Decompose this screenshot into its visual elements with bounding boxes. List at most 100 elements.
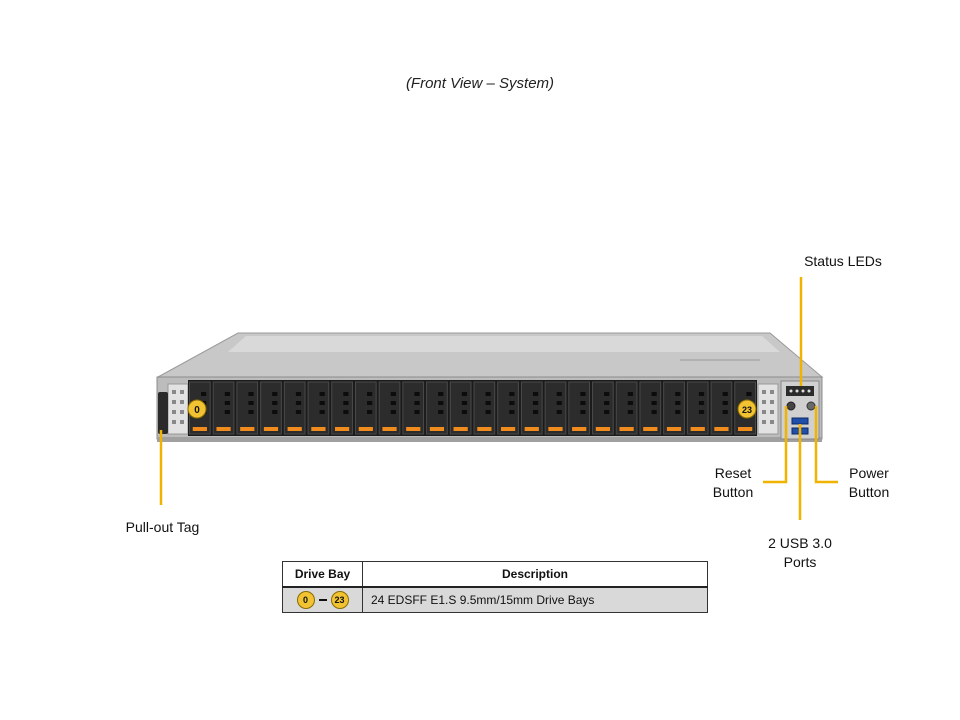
drive-bay-vent (509, 410, 515, 414)
drive-bay-vent (438, 401, 444, 405)
drive-bay-17[interactable] (592, 381, 614, 435)
drive-bay-5[interactable] (307, 381, 330, 435)
drive-bay-15[interactable] (544, 381, 567, 435)
drive-bay-area (188, 380, 757, 436)
drive-bay-vent (556, 392, 562, 396)
drive-bay-14[interactable] (520, 381, 543, 435)
drive-bay-vent (414, 410, 420, 414)
right-vent-area (757, 383, 779, 435)
drive-bay-release-tab (192, 427, 207, 431)
drive-bay-vent (485, 392, 491, 396)
drive-bay-vent (224, 401, 230, 405)
drive-bay-release-tab (548, 427, 563, 431)
chassis-top-highlight (228, 336, 780, 352)
drive-bay-13[interactable] (497, 381, 519, 435)
drive-bay-vent (746, 392, 752, 396)
drive-bay-release-tab (382, 427, 397, 431)
drive-bay-release-tab (453, 427, 468, 431)
drive-bay-vent (390, 401, 396, 405)
drive-bay-vent (248, 401, 254, 405)
bay-range: 0 23 (296, 591, 349, 609)
drive-bay-release-tab (477, 427, 492, 431)
drive-bay-vent (248, 410, 254, 414)
drive-bay-22[interactable] (710, 381, 733, 435)
drive-bay-vent (651, 410, 657, 414)
drive-bay-table: Drive Bay Description 0 23 24 EDSFF E1.S… (282, 561, 708, 613)
drive-bay-vent (604, 410, 610, 414)
drive-bay-20[interactable] (663, 381, 685, 435)
drive-bay-release-tab (429, 427, 445, 431)
drive-bay-vent (390, 410, 396, 414)
drive-bay-vent (675, 410, 681, 414)
drive-bay-vent (461, 392, 468, 396)
drive-bay-11[interactable] (449, 381, 472, 435)
drive-bay-vent (627, 401, 634, 405)
table-header-row: Drive Bay Description (282, 561, 708, 588)
drive-bay-vent (224, 392, 230, 396)
power-button-label-line2: Button (848, 484, 890, 500)
drive-bay-4[interactable] (283, 381, 306, 435)
status-leds (786, 386, 814, 396)
drive-bay-vent (532, 401, 539, 405)
drive-bay-16[interactable] (568, 381, 591, 435)
drive-bay-vent (319, 401, 325, 405)
drive-bay-18[interactable] (615, 381, 638, 435)
drive-bay-vent (366, 410, 373, 414)
drive-bay-vent (604, 392, 610, 396)
drive-bay-release-tab (358, 427, 373, 431)
drive-bay-9[interactable] (402, 381, 425, 435)
drive-bay-vent (319, 410, 325, 414)
drive-bay-vent (722, 401, 728, 405)
pull-out-tag (158, 392, 168, 434)
drive-bay-2[interactable] (236, 381, 259, 435)
drive-bay-vent (461, 410, 468, 414)
drive-bay-release-tab (263, 427, 279, 431)
drive-bay-vent (698, 401, 705, 405)
drive-bay-6[interactable] (331, 381, 353, 435)
drive-bay-vent (698, 410, 705, 414)
power-button-label-line1: Power (849, 465, 889, 481)
drive-bay-vent (580, 401, 586, 405)
bay-from-badge: 0 (296, 591, 315, 609)
drive-bay-1[interactable] (212, 381, 235, 435)
drive-bay-vent (414, 401, 420, 405)
drive-bay-release-tab (714, 427, 729, 431)
drive-bay-vent (295, 401, 302, 405)
drive-bay-release-tab (216, 427, 231, 431)
drive-bay-7[interactable] (354, 381, 377, 435)
drive-bay-8[interactable] (378, 381, 401, 435)
header-drive-bay: Drive Bay (282, 561, 363, 588)
drive-bay-vent (604, 401, 610, 405)
last-bay-badge: 23 (737, 399, 757, 419)
power-button-line (814, 406, 838, 484)
pull-out-tag-label: Pull-out Tag (125, 519, 200, 535)
drive-bay-19[interactable] (639, 381, 662, 435)
drive-bay-release-tab (666, 427, 682, 431)
power-button-label: Power Button (834, 464, 904, 502)
description-cell: 24 EDSFF E1.S 9.5mm/15mm Drive Bays (362, 586, 708, 613)
drive-bay-3[interactable] (260, 381, 282, 435)
drive-bay-release-tab (572, 427, 587, 431)
figure-caption: (Front View – System) (405, 75, 555, 92)
drive-bay-12[interactable] (473, 381, 496, 435)
drive-bay-release-tab (738, 427, 753, 431)
drive-bay-vent (272, 410, 278, 414)
drive-bay-release-tab (595, 427, 611, 431)
drive-bay-vent (651, 392, 657, 396)
drive-bay-vent (319, 392, 325, 396)
reset-button-label: Reset Button (698, 464, 768, 502)
reset-button-label-line1: Reset (714, 465, 752, 481)
range-dash (318, 599, 327, 601)
drive-bay-release-tab (287, 427, 302, 431)
drive-bay-release-tab (334, 427, 350, 431)
drive-bay-vent (580, 410, 586, 414)
first-bay-badge-label: 0 (194, 405, 200, 416)
drive-bay-10[interactable] (426, 381, 448, 435)
drive-bay-range-cell: 0 23 (282, 586, 363, 613)
drive-bay-backplate (188, 380, 757, 436)
drive-bay-21[interactable] (686, 381, 709, 435)
status-leds-label: Status LEDs (804, 253, 882, 269)
drive-bay-vent (698, 392, 705, 396)
